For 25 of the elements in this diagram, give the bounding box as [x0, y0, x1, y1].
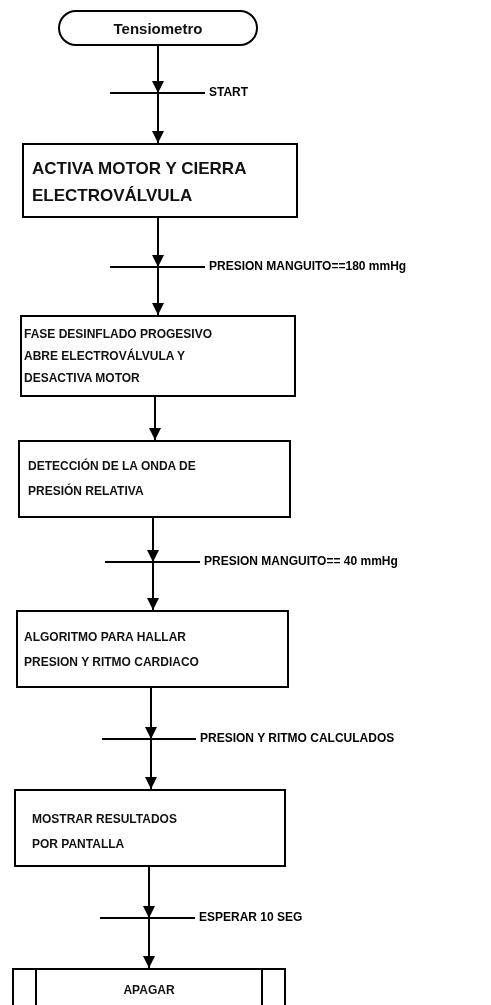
arrow — [143, 866, 155, 969]
step-text: DETECCIÓN DE LA ONDA DE PRESIÓN RELATIVA — [28, 457, 197, 500]
process-box — [16, 610, 289, 688]
arrow — [152, 217, 164, 316]
step-text: APAGAR — [122, 982, 176, 999]
process-box — [22, 143, 298, 218]
step-text: ACTIVA MOTOR Y CIERRA ELECTROVÁLVULA — [32, 158, 247, 207]
predefined-process-box — [12, 968, 286, 1005]
arrow — [149, 396, 161, 441]
arrow — [147, 517, 159, 611]
edge-label: ESPERAR 10 SEG — [197, 910, 305, 924]
arrow — [152, 45, 164, 144]
arrow — [145, 687, 157, 790]
edge-label: PRESION MANGUITO==180 mmHg — [207, 259, 409, 273]
edge-label: START — [207, 85, 251, 99]
process-box — [18, 440, 291, 518]
terminal-box — [58, 10, 258, 46]
edge-label: PRESION Y RITMO CALCULADOS — [198, 731, 397, 745]
process-box — [20, 315, 296, 397]
step-text: ALGORITMO PARA HALLAR PRESION Y RITMO CARDIACO — [24, 629, 200, 671]
step-text: Tensiometro — [112, 19, 204, 39]
step-text: MOSTRAR RESULTADOS POR PANTALLA — [32, 811, 178, 853]
process-box — [14, 789, 286, 867]
edge-label: PRESION MANGUITO== 40 mmHg — [202, 554, 400, 568]
step-text: FASE DESINFLADO PROGESIVO ABRE ELECTROVÁLVULA Y DESACTIVA MOTOR — [24, 326, 214, 387]
